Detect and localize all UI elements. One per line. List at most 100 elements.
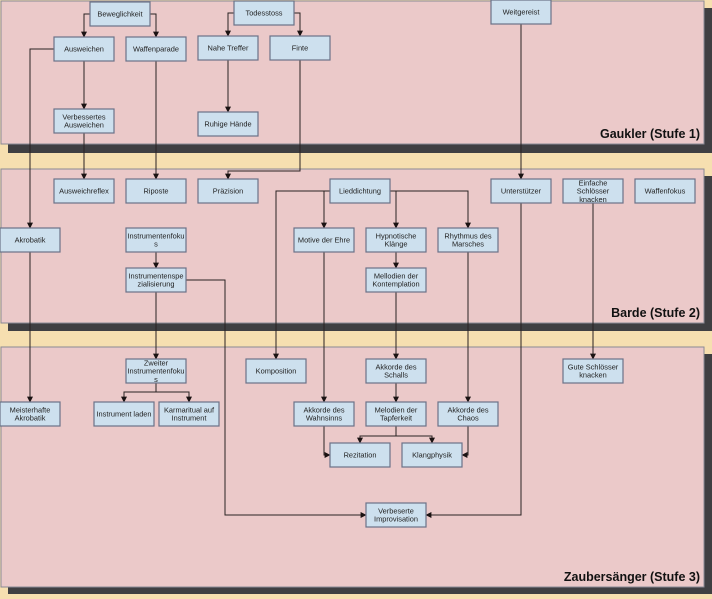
node-riposte[interactable]: Riposte (125, 178, 187, 204)
node-box[interactable] (562, 358, 624, 384)
node-motive-der-ehre[interactable]: Motive der Ehre (293, 227, 355, 253)
edge-todesstoss-to-finte (294, 12, 303, 37)
node-label: Motive der Ehre (298, 236, 350, 245)
node-box[interactable] (437, 401, 499, 427)
node-label: Instrumentenspe (128, 272, 183, 281)
node-rezitation[interactable]: Rezitation (329, 442, 391, 468)
node-box[interactable] (125, 267, 187, 293)
node-box[interactable] (89, 1, 151, 27)
node-box[interactable] (365, 401, 427, 427)
node-box[interactable] (562, 178, 624, 204)
node-box[interactable] (93, 401, 155, 427)
node-box[interactable] (53, 108, 115, 134)
node-praezision[interactable]: Präzision (197, 178, 259, 204)
node-box[interactable] (329, 442, 391, 468)
node-label: knacken (579, 371, 607, 380)
node-box[interactable] (245, 358, 307, 384)
node-label: Nahe Treffer (208, 44, 249, 53)
node-label: Wahnsinns (306, 414, 343, 423)
node-box[interactable] (125, 36, 187, 62)
node-box[interactable] (233, 0, 295, 26)
node-box[interactable] (197, 35, 259, 61)
node-unterstuetzer[interactable]: Unterstützer (490, 178, 552, 204)
node-label: Ausweichen (64, 45, 104, 54)
node-label: Hypnotische (376, 232, 417, 241)
node-box[interactable] (269, 35, 331, 61)
node-box[interactable] (0, 227, 61, 253)
edge-akkorde-des-chaos-to-klangphysik (461, 426, 469, 458)
node-box[interactable] (401, 442, 463, 468)
node-box[interactable] (0, 401, 61, 427)
node-box[interactable] (125, 358, 187, 384)
node-box[interactable] (490, 0, 552, 25)
node-box[interactable] (197, 111, 259, 137)
node-box[interactable] (329, 178, 391, 204)
edge-akkorde-des-wahnsinns-to-rezitation (323, 426, 331, 458)
node-label: Ausweichen (64, 121, 104, 130)
node-label: Instrumentenfoku (127, 367, 184, 376)
node-label: knacken (579, 195, 607, 204)
node-label: Akrobatik (15, 236, 46, 245)
node-ruhige-haende[interactable]: Ruhige Hände (197, 111, 259, 137)
node-weitgereist[interactable]: Weitgereist (490, 0, 552, 25)
node-beweglichkeit[interactable]: Beweglichkeit (89, 1, 151, 27)
node-waffenfokus[interactable]: Waffenfokus (634, 178, 696, 204)
node-label: s (154, 240, 158, 249)
node-finte[interactable]: Finte (269, 35, 331, 61)
node-label: Mellodien der (374, 272, 419, 281)
node-box[interactable] (293, 401, 355, 427)
node-label: Schlösser (577, 187, 610, 196)
nodes: Beweglichkeit Todesstoss WeitgereistAuswei… (0, 0, 696, 528)
edge-melodien-der-tapferkeit-to-klangphysik (395, 426, 435, 444)
node-box[interactable] (125, 178, 187, 204)
node-label: Rhythmus des (444, 232, 492, 241)
node-box[interactable] (197, 178, 259, 204)
node-box[interactable] (158, 401, 220, 427)
node-label: Zweiter (144, 358, 169, 367)
edge-todesstoss-to-nahe-treffer (225, 12, 234, 37)
node-box[interactable] (365, 227, 427, 253)
node-label: Lieddichtung (339, 187, 381, 196)
node-box[interactable] (53, 178, 115, 204)
node-ausweichreflex[interactable]: Ausweichreflex (53, 178, 115, 204)
node-todesstoss[interactable]: Todesstoss (233, 0, 295, 26)
node-box[interactable] (53, 36, 115, 62)
node-label: Beweglichkeit (97, 10, 142, 19)
node-label: Unterstützer (501, 187, 542, 196)
node-box[interactable] (125, 227, 187, 253)
node-box[interactable] (365, 358, 427, 384)
node-label: Instrumentenfoku (127, 232, 184, 241)
node-box[interactable] (634, 178, 696, 204)
node-box[interactable] (293, 227, 355, 253)
node-akrobatik[interactable]: Akrobatik (0, 227, 61, 253)
node-waffenparade[interactable]: Waffenparade (125, 36, 187, 62)
node-box[interactable] (490, 178, 552, 204)
node-komposition[interactable]: Komposition (245, 358, 307, 384)
node-box[interactable] (437, 227, 499, 253)
node-nahe-treffer[interactable]: Nahe Treffer (197, 35, 259, 61)
node-label: Komposition (256, 367, 297, 376)
node-klangphysik[interactable]: Klangphysik (401, 442, 463, 468)
node-lieddichtung[interactable]: Lieddichtung (329, 178, 391, 204)
node-label: Instrument laden (96, 410, 151, 419)
node-box[interactable] (365, 502, 427, 528)
node-box[interactable] (365, 267, 427, 293)
node-instrument-laden[interactable]: Instrument laden (93, 401, 155, 427)
node-ausweichen[interactable]: Ausweichen (53, 36, 115, 62)
